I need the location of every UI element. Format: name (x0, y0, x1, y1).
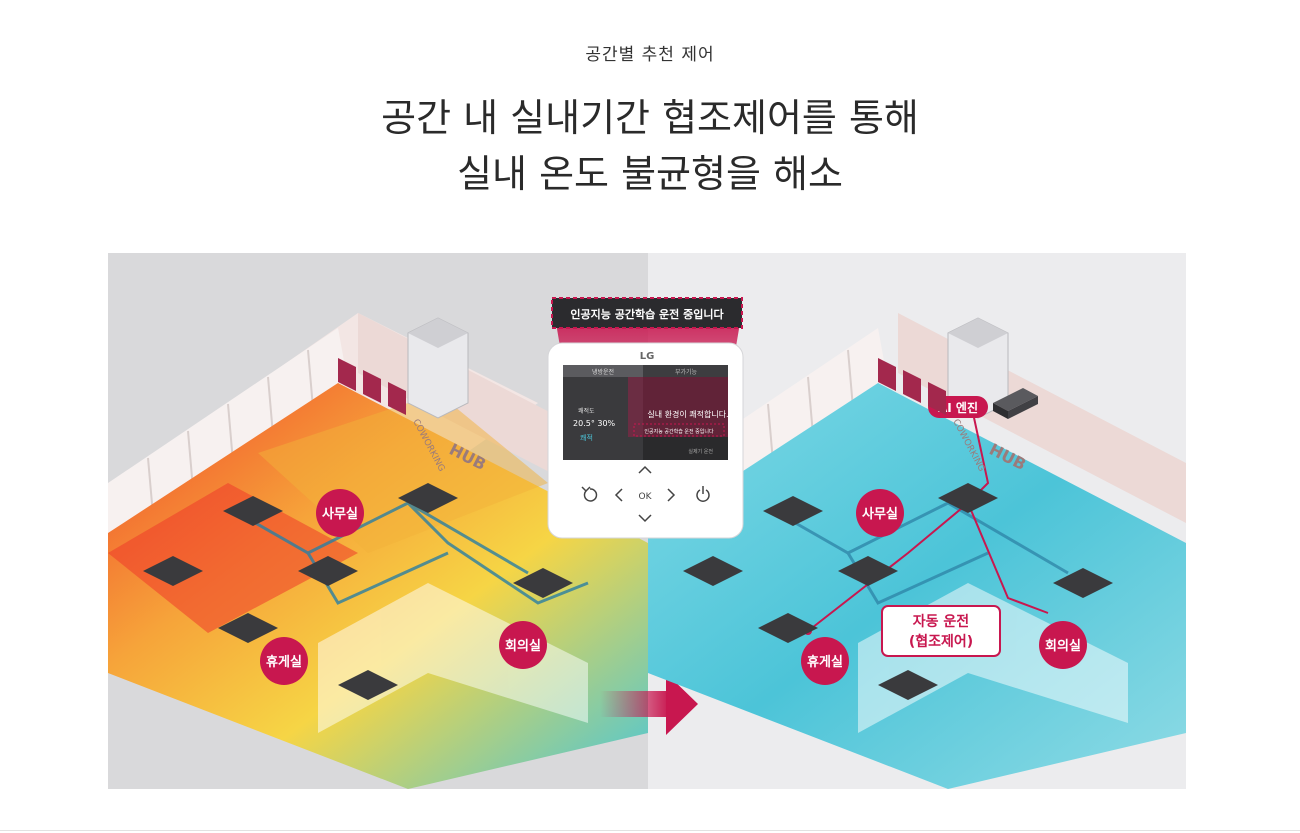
controller-sub-message-box (633, 423, 725, 437)
after-indoor-unit (683, 556, 743, 586)
svg-text:사무실: 사무실 (322, 506, 358, 522)
controller-brand: LG (640, 351, 655, 362)
controller-highlight (628, 377, 728, 437)
before-indoor-unit (218, 613, 278, 643)
controller-left-icon (614, 488, 623, 502)
controller-banner (551, 297, 743, 329)
before-indoor-unit (298, 556, 358, 586)
headline-line-1: 공간 내 실내기간 협조제어를 통해 (381, 96, 919, 140)
before-wall-art (338, 358, 406, 415)
before-badge-office: 사무실 (316, 489, 364, 537)
after-indoor-unit (838, 556, 898, 586)
bottom-divider (0, 830, 1300, 831)
after-indoor-unit (763, 496, 823, 526)
after-badge-meeting: 회의실 (1039, 621, 1087, 669)
svg-text:AI 엔진: AI 엔진 (938, 400, 978, 415)
controller-tab-left (563, 365, 643, 377)
before-indoor-unit (513, 568, 573, 598)
svg-text:회의실: 회의실 (505, 638, 541, 654)
svg-text:휴게실: 휴게실 (807, 654, 843, 670)
controller-up-icon (638, 465, 652, 474)
before-outdoor-unit (407, 317, 469, 419)
before-indoor-unit (223, 496, 283, 526)
after-indoor-units (683, 483, 1113, 700)
controller-sub-message: 인공지능 공간학습 운전 중입니다 (644, 428, 714, 435)
before-indoor-unit (143, 556, 203, 586)
svg-text:사무실: 사무실 (862, 506, 898, 522)
before-badge-lounge: 휴게실 (260, 637, 308, 685)
svg-text:냉방운전: 냉방운전 (592, 368, 614, 376)
svg-text:회의실: 회의실 (1045, 638, 1081, 654)
controller-message: 실내 환경이 쾌적합니다. (647, 409, 728, 419)
auto-mode-callout: 자동 운전 (협조제어) (881, 605, 1001, 657)
before-badge-meeting: 회의실 (499, 621, 547, 669)
after-indoor-unit (758, 613, 818, 643)
controller-tab-right (643, 365, 728, 377)
after-indoor-unit (1053, 568, 1113, 598)
controller-power-icon (696, 489, 710, 502)
controller-temp-label: 쾌적도 (578, 407, 595, 415)
before-indoor-unit (338, 670, 398, 700)
transition-arrow (600, 673, 698, 735)
section-eyebrow: 공간별 추천 제어 (585, 45, 715, 65)
after-badge-office: 사무실 (856, 489, 904, 537)
section-headline: 공간 내 실내기간 협조제어를 통해 실내 온도 불균형을 해소 (0, 90, 1300, 202)
before-window-wall (108, 328, 348, 543)
controller-back-arrow-icon (581, 486, 591, 493)
controller-mode: 쾌적 (580, 433, 593, 442)
controller-down-icon (638, 514, 652, 523)
svg-text:자동 운전: 자동 운전 (913, 613, 969, 630)
before-indoor-unit (398, 483, 458, 513)
wall-controller: 인공지능 공간학습 운전 중입니다 LG 냉방운전 부가기능 쾌적도 20.5°… (547, 297, 744, 539)
controller-right-icon (667, 488, 676, 502)
svg-text:(협조제어): (협조제어) (909, 633, 973, 650)
before-hot-zone (108, 483, 358, 633)
controller-buttons (581, 465, 710, 523)
svg-text:휴게실: 휴게실 (266, 654, 302, 670)
after-outdoor-unit (947, 317, 1009, 419)
after-indoor-unit (938, 483, 998, 513)
before-after-illustration: HUB COWORKING 사무실 휴게실 회의실 (108, 253, 1186, 789)
after-indoor-unit (878, 670, 938, 700)
controller-banner-text: 인공지능 공간학습 운전 중입니다 (570, 307, 724, 321)
before-indoor-units (143, 483, 573, 700)
headline-line-2: 실내 온도 불균형을 해소 (457, 152, 843, 196)
svg-text:부가기능: 부가기능 (675, 368, 698, 376)
after-badge-lounge: 휴게실 (801, 637, 849, 685)
controller-footer: 실제기 운전 (688, 448, 713, 455)
controller-left-panel (563, 377, 643, 460)
ai-engine-device (993, 388, 1038, 419)
controller-back-icon (583, 488, 598, 502)
controller-ok-label: OK (639, 492, 653, 502)
after-room: AI 엔진 HUB COWORKING 사무실 휴게실 회의실 자동 운전 (협… (648, 313, 1186, 789)
after-wall-art (878, 358, 946, 415)
controller-temp-value: 20.5° 30% (573, 419, 616, 428)
